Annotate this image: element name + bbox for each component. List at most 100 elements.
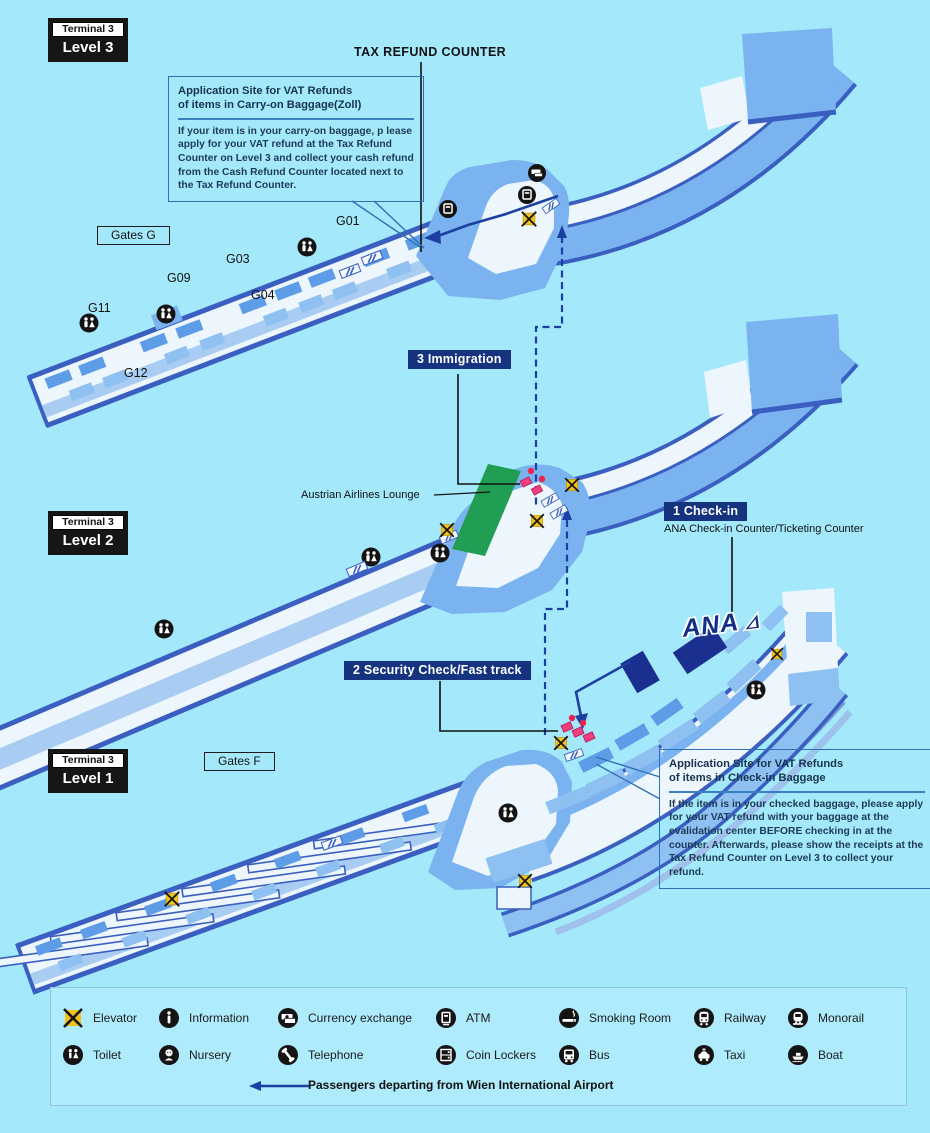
legend-label: Smoking Room <box>589 1011 672 1025</box>
level-label: Level 1 <box>62 770 114 787</box>
immigration-tag: 3 Immigration <box>408 350 511 369</box>
monorail-icon <box>788 1008 808 1028</box>
toilet-icon <box>430 543 450 563</box>
terminal-label: Terminal 3 <box>52 515 124 530</box>
immigration-checkpoint <box>519 467 546 496</box>
legend-label: Boat <box>818 1048 843 1062</box>
legend-item-boat: Boat <box>786 1043 843 1067</box>
legend-label: Nursery <box>189 1048 232 1062</box>
atm-icon <box>436 1008 456 1028</box>
level2-pier <box>0 532 479 792</box>
taxi-icon <box>694 1045 714 1065</box>
callout-title: Application Site for VAT Refunds of item… <box>178 85 362 112</box>
level-label: Level 2 <box>62 532 114 549</box>
callout-body: If the item is in your checked baggage, … <box>669 798 924 879</box>
checkin-subtitle: ANA Check-in Counter/Ticketing Counter <box>664 523 864 535</box>
toilet-icon <box>154 619 174 639</box>
elevator-icon <box>770 647 784 661</box>
route-arrowheads <box>557 225 572 520</box>
elevator-icon <box>553 735 569 751</box>
legend-label: Coin Lockers <box>466 1048 537 1062</box>
ana-logo: ANA <box>681 605 764 644</box>
vat-carry-on-callout: Application Site for VAT Refunds of item… <box>168 76 424 203</box>
level-label: Level 3 <box>62 39 114 56</box>
elevator-icon <box>529 513 545 529</box>
atm-icon <box>438 199 458 219</box>
legend-label: Taxi <box>724 1048 746 1062</box>
label-connectors <box>420 62 733 732</box>
divider <box>178 117 414 120</box>
ana-triangle-icon <box>742 610 761 631</box>
legend-label: Telephone <box>308 1048 364 1062</box>
level2-arc <box>542 314 859 542</box>
currency-exchange-icon <box>527 163 547 183</box>
legend-item-smoking-room: Smoking Room <box>557 1006 671 1030</box>
checkin-tag: 1 Check-in <box>664 502 748 521</box>
gates-g-label: Gates G <box>97 226 170 245</box>
gate-label-g03: G03 <box>226 252 250 266</box>
vat-check-in-callout: Application Site for VAT Refunds of item… <box>659 749 930 889</box>
austrian-lounge-label: Austrian Airlines Lounge <box>301 489 420 501</box>
legend-label: Toilet <box>93 1048 122 1062</box>
callout-title: Application Site for VAT Refunds of item… <box>669 758 844 785</box>
boat-icon <box>788 1045 808 1065</box>
terminal-label: Terminal 3 <box>52 22 124 37</box>
level3-junction <box>416 160 570 300</box>
elevator-icon <box>564 477 580 493</box>
gate-label-g11: G11 <box>88 301 111 315</box>
atm-icon <box>517 185 537 205</box>
legend-label: Information <box>189 1011 250 1025</box>
elevator-icon <box>517 873 533 889</box>
nursery-icon <box>159 1045 179 1065</box>
elevator-icon <box>163 890 181 908</box>
legend-label: Currency exchange <box>308 1011 413 1025</box>
toilet-icon <box>746 680 766 700</box>
legend-item-telephone: Telephone <box>276 1043 363 1067</box>
coin-lockers-icon <box>436 1045 456 1065</box>
gate-label-g01: G01 <box>336 214 360 228</box>
legend-label: Railway <box>724 1011 767 1025</box>
passenger-route-dashed <box>534 236 569 735</box>
legend-item-coin-lockers: Coin Lockers <box>434 1043 536 1067</box>
legend-panel: Elevator Information Currency exchange A… <box>50 987 907 1106</box>
gate-label-g09: G09 <box>167 271 191 285</box>
terminal-label: Terminal 3 <box>52 753 124 768</box>
legend-label: Monorail <box>818 1011 865 1025</box>
legend-item-nursery: Nursery <box>157 1043 231 1067</box>
elevator-icon <box>439 522 455 538</box>
legend-item-information: Information <box>157 1006 249 1030</box>
legend-label: Elevator <box>93 1011 138 1025</box>
elevator-icon <box>63 1008 83 1028</box>
smoking-room-icon <box>559 1008 579 1028</box>
railway-icon <box>694 1008 714 1028</box>
level1-junction <box>428 749 572 910</box>
toilet-icon <box>498 803 518 823</box>
level1-badge: Terminal 3 Level 1 <box>49 750 127 792</box>
escalator-icon <box>563 747 585 763</box>
legend-item-atm: ATM <box>434 1006 490 1030</box>
information-icon <box>159 1008 179 1028</box>
currency-exchange-icon <box>278 1008 298 1028</box>
gates-f-label: Gates F <box>204 752 275 771</box>
legend-label: Bus <box>589 1048 610 1062</box>
legend-item-bus: Bus <box>557 1043 610 1067</box>
telephone-icon <box>278 1045 298 1065</box>
level3-arc <box>530 28 858 268</box>
toilet-icon <box>297 237 317 257</box>
elevator-icon <box>520 210 538 228</box>
ana-counter-block <box>620 650 660 694</box>
legend-item-monorail: Monorail <box>786 1006 864 1030</box>
legend-item-railway: Railway <box>692 1006 766 1030</box>
tax-refund-counter-label: TAX REFUND COUNTER <box>354 45 507 59</box>
legend-label: ATM <box>466 1011 491 1025</box>
callout-tails <box>351 200 661 800</box>
level2-badge: Terminal 3 Level 2 <box>49 512 127 554</box>
callout-body: If your item is in your carry-on baggage… <box>178 125 414 192</box>
level1-hall <box>500 588 853 938</box>
ana-counter-block <box>672 625 728 675</box>
security-tag: 2 Security Check/Fast track <box>344 661 531 680</box>
legend-item-toilet: Toilet <box>61 1043 121 1067</box>
bus-icon <box>559 1045 579 1065</box>
